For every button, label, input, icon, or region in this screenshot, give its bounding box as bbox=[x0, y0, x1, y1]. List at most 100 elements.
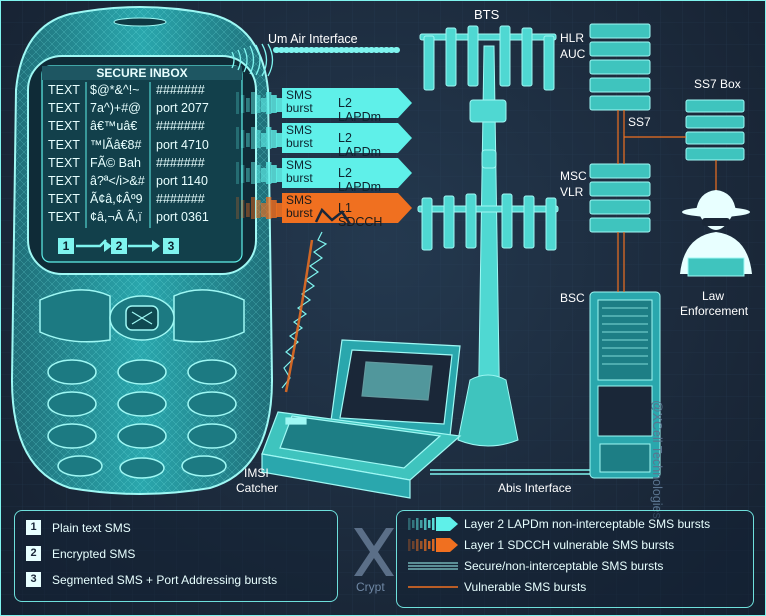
burst-tail-dot bbox=[276, 98, 283, 112]
inbox-row-cipher: Ã¢â,¢Âº9 bbox=[90, 192, 143, 207]
burst-tail-dot bbox=[266, 197, 272, 219]
inbox-row-port: ####### bbox=[156, 155, 205, 170]
burst-arrow bbox=[282, 123, 412, 153]
legend-burst-text: Secure/non-interceptable SMS bursts bbox=[464, 559, 664, 573]
inbox-row-cipher: ™lÃâ€8# bbox=[90, 137, 142, 152]
burst-tail-dot bbox=[261, 133, 266, 147]
burst-tail-dot bbox=[261, 168, 266, 182]
legend-burst-dot bbox=[424, 539, 427, 551]
burst-tail-dot bbox=[241, 130, 245, 148]
burst-tail-dot bbox=[241, 165, 245, 183]
legend-burst-dot bbox=[424, 518, 427, 530]
phone-illustration bbox=[10, 6, 274, 495]
inbox-row-port: port 1140 bbox=[156, 174, 208, 188]
inbox-row-label: TEXT bbox=[48, 83, 80, 97]
burst-tail-dot bbox=[236, 92, 239, 114]
burst-sms-line: SMS bbox=[286, 158, 313, 172]
inbox-row-cipher: â?ª</i>&# bbox=[90, 174, 145, 188]
inbox-row: TEXT $@*&^!~ ####### bbox=[44, 83, 238, 99]
inbox-row-port: ####### bbox=[156, 119, 205, 134]
burst-tail-dot bbox=[246, 168, 250, 182]
burst-tail-dot bbox=[236, 127, 239, 149]
legend-burst-dot bbox=[432, 518, 435, 530]
burst-burst-line: burst bbox=[286, 171, 313, 185]
um-air-label: Um Air Interface bbox=[268, 32, 358, 46]
burst-tail-dot bbox=[246, 203, 250, 217]
legend-step-text: Encrypted SMS bbox=[52, 547, 136, 561]
burst-tail-dot bbox=[271, 130, 277, 148]
burst-tail-dot bbox=[276, 168, 283, 182]
legend-step-number: 2 bbox=[26, 546, 41, 561]
step-2-badge: 2 bbox=[111, 238, 127, 254]
inbox-row-port: ####### bbox=[156, 83, 205, 97]
burst-tail-dot bbox=[271, 165, 277, 183]
hlr-label: HLR bbox=[560, 31, 585, 45]
inbox-row-label: TEXT bbox=[48, 174, 80, 188]
burst-tail-dot bbox=[246, 133, 250, 147]
burst-arrow bbox=[282, 193, 412, 223]
burst-tail-dot bbox=[266, 127, 272, 149]
burst-burst-line: burst bbox=[286, 206, 313, 220]
inbox-row-label: TEXT bbox=[48, 119, 80, 134]
law-label-line1: Law bbox=[702, 289, 725, 303]
legend-burst-dot bbox=[428, 541, 431, 549]
legend-burst-dot bbox=[420, 541, 423, 549]
inbox-row-cipher: 7a^)+#@ bbox=[90, 101, 141, 116]
legend-bursts bbox=[396, 510, 754, 608]
abis-label: Abis Interface bbox=[498, 481, 572, 495]
burst-sms-line: SMS bbox=[286, 123, 313, 137]
burst-tail-dot bbox=[276, 133, 283, 147]
burst-burst-line: burst bbox=[286, 136, 313, 150]
burst-protocol: L2 LAPDm bbox=[338, 96, 382, 124]
burst-tail-dot bbox=[241, 200, 245, 218]
burst-tail-dot bbox=[251, 92, 256, 114]
legend-burst-arrow bbox=[436, 538, 458, 552]
burst-tail-dot bbox=[251, 162, 256, 184]
legend-burst-dot bbox=[416, 518, 419, 530]
legend-burst-dot bbox=[408, 539, 411, 551]
legend-step-number: 3 bbox=[26, 572, 41, 587]
inbox-row-cipher: FÃ© Bah bbox=[90, 155, 141, 170]
inbox-row-port: port 0361 bbox=[156, 210, 209, 225]
ss7-link-label: SS7 bbox=[628, 115, 651, 129]
burst-tail-dot bbox=[251, 127, 256, 149]
inbox-row-label: TEXT bbox=[48, 137, 80, 152]
inbox-row-port: port 2077 bbox=[156, 101, 209, 116]
legend-burst-dot bbox=[412, 520, 415, 528]
burst-tail-dot bbox=[271, 95, 277, 113]
burst-protocol: L2 LAPDm bbox=[338, 131, 382, 159]
inbox-row-port: port 4710 bbox=[156, 137, 209, 152]
legend-burst-text: Vulnerable SMS bursts bbox=[464, 580, 587, 594]
burst-tail-dot bbox=[256, 130, 261, 148]
legend-step-number: 1 bbox=[26, 520, 41, 535]
legend-burst-arrow bbox=[436, 517, 458, 531]
inbox-row-label: TEXT bbox=[48, 155, 80, 170]
legend-steps bbox=[14, 510, 338, 602]
burst-tail-dot bbox=[256, 200, 261, 218]
inbox-row: TEXT 7a^)+#@ port 2077 bbox=[44, 101, 238, 117]
legend-burst-dot bbox=[432, 539, 435, 551]
burst-arrow bbox=[282, 88, 412, 118]
inbox-row-cipher: $@*&^!~ bbox=[90, 83, 140, 97]
inbox-row-port: ####### bbox=[156, 192, 205, 207]
burst-tail-dot bbox=[236, 162, 239, 184]
legend-burst-dot bbox=[420, 520, 423, 528]
inbox-row-label: TEXT bbox=[48, 101, 80, 116]
bsc-label: BSC bbox=[560, 291, 585, 305]
legend-burst-text: Layer 2 LAPDm non-interceptable SMS burs… bbox=[464, 517, 711, 531]
